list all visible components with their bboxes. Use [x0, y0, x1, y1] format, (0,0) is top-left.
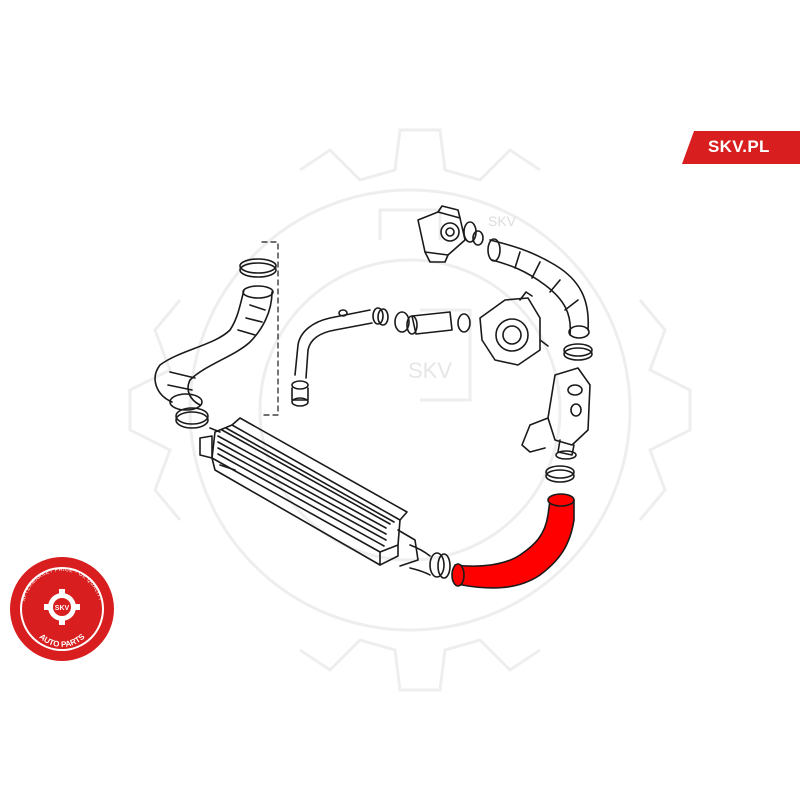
- turbo-pipe-icon: [291, 307, 471, 407]
- left-upper-clamp-icon: [239, 258, 277, 278]
- left-lower-clamp-icon: [175, 407, 209, 429]
- upper-right-hose-icon: [487, 238, 590, 339]
- outlet-pipe-icon: [409, 544, 451, 579]
- brand-tag-text: SKV.PL: [708, 137, 770, 156]
- intercooler-icon: [199, 417, 419, 567]
- badge-center-text: SKV: [55, 605, 70, 612]
- bracket-dashed-line: [261, 241, 279, 416]
- lower-right-clamp-icon: [545, 465, 575, 483]
- highlighted-hose-icon: [451, 493, 575, 589]
- right-clamp-icon: [563, 343, 593, 361]
- watermark-text-1: SKV: [488, 213, 517, 229]
- watermark-text-2: SKV: [408, 358, 452, 383]
- auto-parts-badge-logo: AFTERMARKET PRICE - OE QUALITY AUTO PART…: [10, 557, 114, 661]
- egr-housing-icon: [521, 367, 591, 460]
- brand-tag[interactable]: SKV.PL: [682, 131, 800, 164]
- brand-tag-shape-icon: [682, 131, 800, 164]
- turbo-flange-icon: [479, 291, 549, 366]
- throttle-body-icon: [417, 205, 484, 263]
- left-hose-icon: [154, 285, 274, 411]
